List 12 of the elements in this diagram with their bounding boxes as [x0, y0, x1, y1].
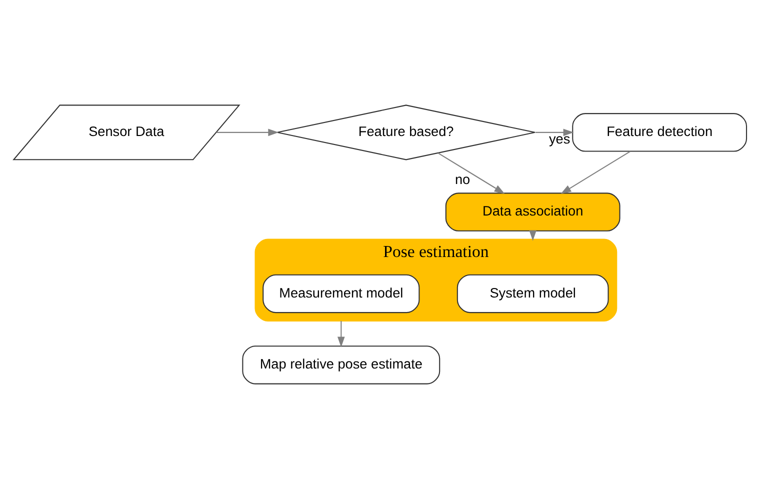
node-box: Measurement model: [262, 274, 420, 314]
node-diamond: Feature based?: [276, 104, 535, 160]
node-box: System model: [456, 274, 608, 314]
node-box: Feature detection: [572, 113, 747, 152]
arrow: [336, 320, 344, 348]
node-box: Map relative pose estimate: [242, 346, 440, 384]
arrow: [534, 128, 574, 136]
arrow: [216, 128, 278, 136]
arrow: [560, 151, 630, 194]
edge-label: yes: [548, 131, 570, 146]
arrow: [437, 152, 504, 194]
edge-label: no: [454, 172, 470, 187]
